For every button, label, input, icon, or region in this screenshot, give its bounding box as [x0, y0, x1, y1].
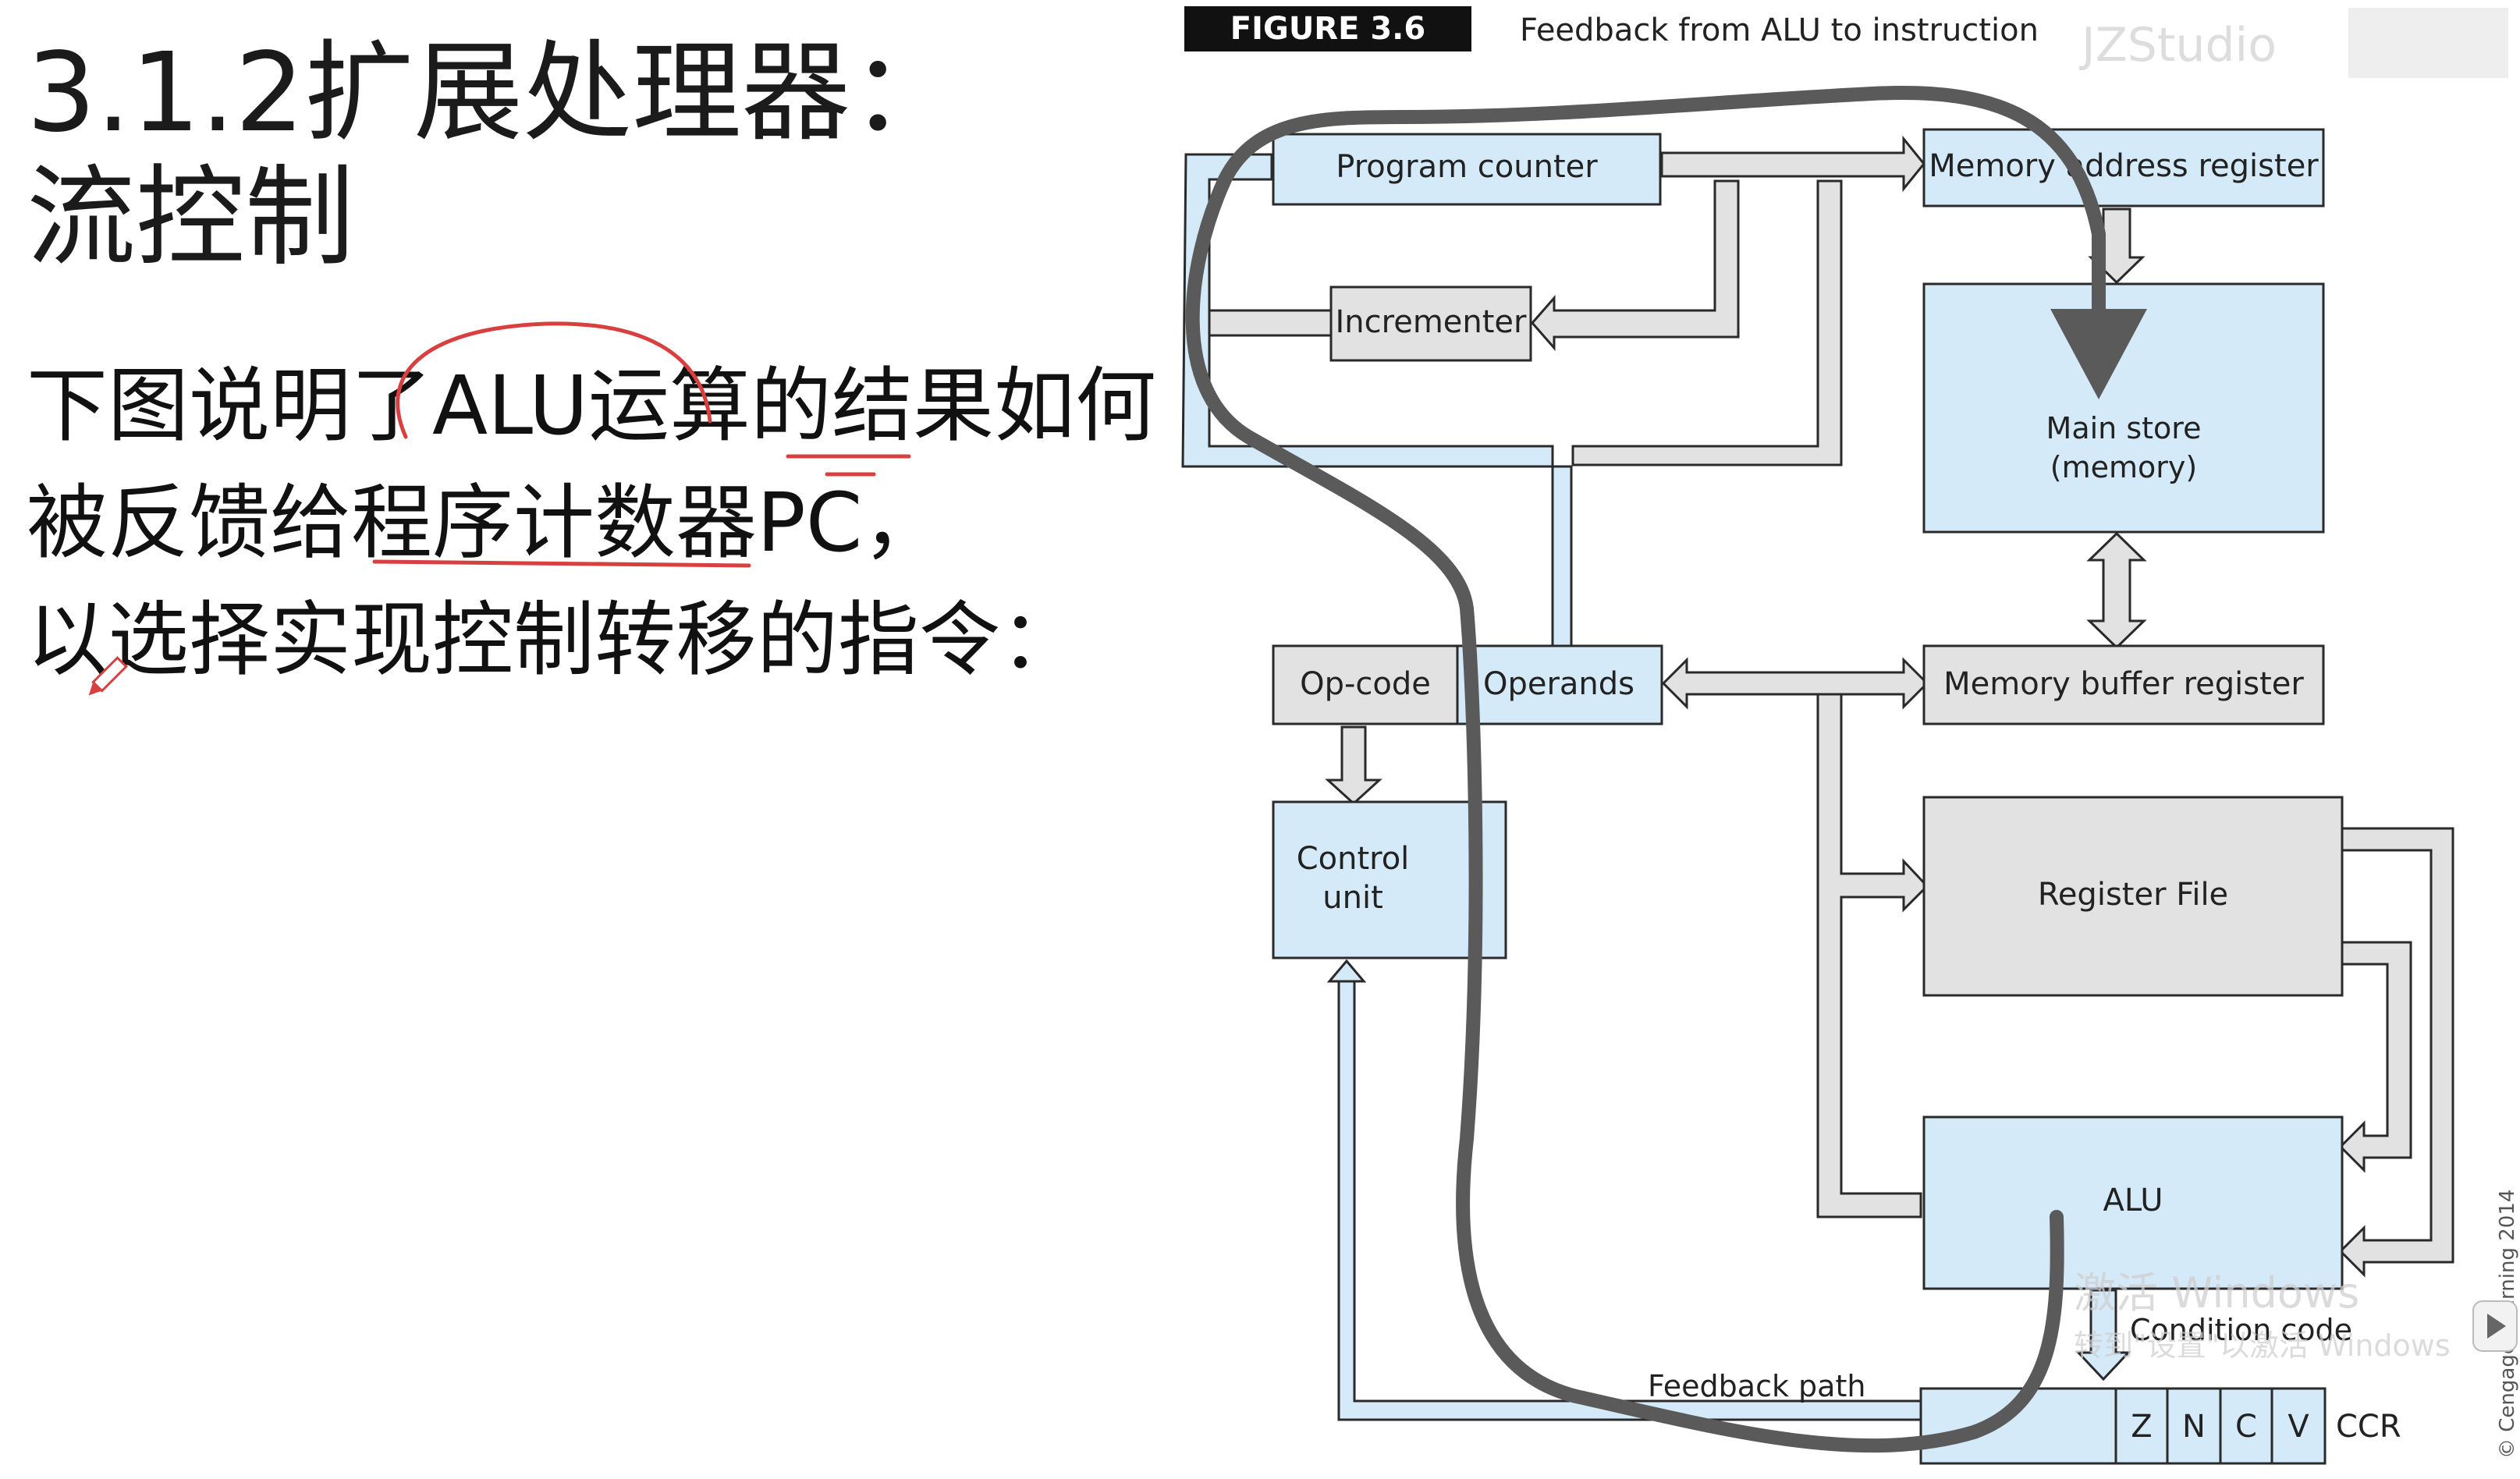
feedback-curve-arrowhead — [2050, 309, 2147, 399]
ccr-flag-c: C — [2235, 1409, 2257, 1445]
slide-body-line-3: 以选择实现控制转移的指令： — [27, 592, 1082, 687]
slide-title-line-1: 3.1.2扩展处理器： — [27, 30, 960, 157]
red-ink-underline-3 — [372, 559, 751, 568]
figure-number-label: FIGURE 3.6 — [1230, 11, 1425, 47]
condition-code-label: Condition code — [2130, 1313, 2352, 1347]
pen-cursor-icon — [88, 656, 128, 696]
incrementer-block — [1329, 286, 1532, 362]
pc-to-incrementer-down-connector — [1531, 179, 1740, 351]
ccr-flag-n: N — [2182, 1409, 2206, 1445]
control-unit-block — [1272, 800, 1507, 959]
main-store-label-line-2: (memory) — [2050, 450, 2197, 484]
main-store-mbr-double-arrow — [2086, 531, 2147, 650]
figure-number-badge — [1184, 6, 1471, 51]
main-store-label-line-1: Main store — [2046, 411, 2202, 445]
register-file-block — [1922, 796, 2344, 997]
red-ink-circle — [396, 321, 712, 439]
opcode-to-control-unit-arrow — [1325, 725, 1382, 806]
opcode-label: Op-code — [1300, 666, 1431, 702]
ccr-label: CCR — [2336, 1409, 2401, 1445]
register-file-to-alu-loop-outer — [2338, 827, 2454, 1278]
program-counter-block — [1272, 133, 1662, 206]
control-unit-label-line-1: Control — [1297, 841, 1410, 877]
figure-caption: Feedback from ALU to instruction — [1520, 12, 2039, 48]
opcode-block — [1272, 644, 1459, 725]
register-file-label: Register File — [2038, 877, 2228, 913]
operands-block — [1456, 644, 1663, 725]
alu-to-ccr-condition-arrow — [2075, 1289, 2131, 1381]
slide-body-line-1: 下图说明了ALU运算的结果如何 — [27, 358, 1157, 453]
ccr-flag-v: V — [2288, 1409, 2309, 1445]
ccr-register-block — [1919, 1387, 2327, 1465]
watermark-jzstudio: JZStudio — [2078, 18, 2277, 73]
pc-to-operands-bus-connector — [1571, 179, 1843, 466]
slide-title-line-2: 流控制 — [27, 154, 355, 282]
memory-buffer-register-block — [1922, 644, 2325, 725]
watermark-logo-mark — [2348, 8, 2508, 78]
pc-left-loop-connector — [1181, 153, 1573, 647]
feedback-path-label: Feedback path — [1648, 1369, 1865, 1403]
slide-body-line-2: 被反馈给程序计数器PC， — [27, 475, 944, 570]
ccr-flag-z: Z — [2131, 1409, 2152, 1445]
control-unit-up-arrow — [1326, 959, 1367, 983]
slide-text-panel: 3.1.2扩展处理器： 流控制 下图说明了ALU运算的结果如何 被反馈给程序计数… — [0, 0, 1170, 1479]
alu-label: ALU — [2103, 1183, 2163, 1218]
watermark-activate-line-1: 激活 Windows — [2074, 1268, 2359, 1318]
program-counter-label: Program counter — [1336, 149, 1598, 185]
register-file-to-alu-loop-inner — [2338, 941, 2412, 1173]
operands-label: Operands — [1483, 666, 1634, 702]
memory-buffer-register-label: Memory buffer register — [1943, 666, 2304, 702]
alu-block — [1922, 1115, 2344, 1290]
alu-to-pc-feedback-curve — [1185, 86, 2106, 1453]
operands-bus-vertical-connector — [1816, 693, 1929, 1218]
incrementer-label: Incrementer — [1336, 304, 1528, 340]
control-unit-label-line-2: unit — [1322, 880, 1383, 916]
memory-address-register-label: Memory address register — [1929, 148, 2319, 184]
play-button-icon[interactable] — [2472, 1300, 2518, 1352]
watermark-activate-line-2: 转到"设置"以激活 Windows — [2074, 1328, 2451, 1363]
incrementer-to-loop-connector — [1208, 309, 1333, 337]
memory-address-register-block — [1922, 128, 2325, 207]
pc-to-mar-connector — [1660, 135, 1925, 193]
handwritten-annotations — [88, 321, 911, 696]
operands-mbr-double-arrow — [1661, 657, 1929, 710]
